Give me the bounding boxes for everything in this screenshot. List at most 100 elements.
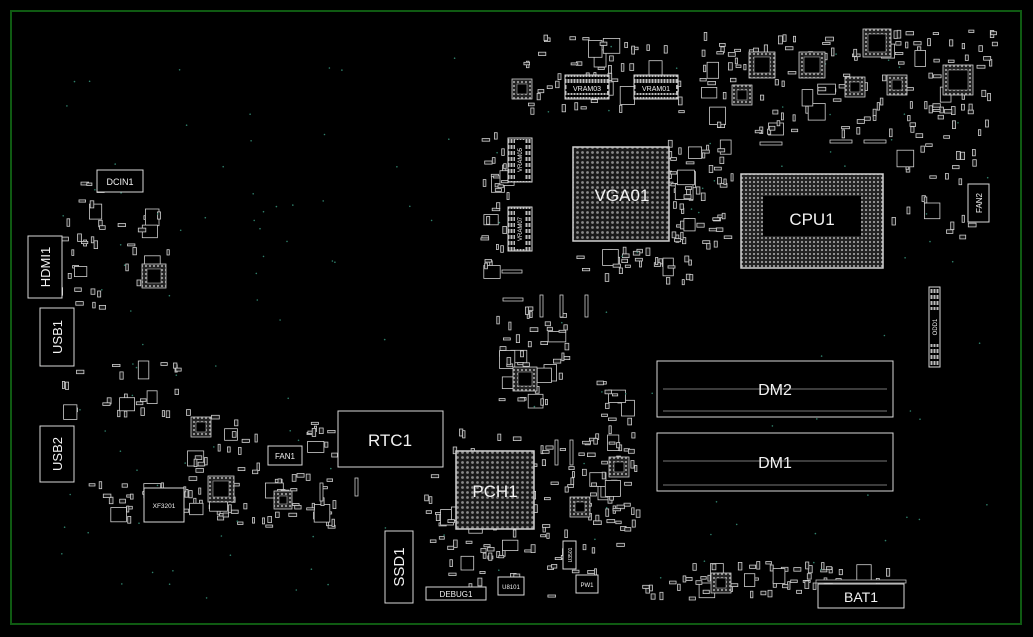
smd-component bbox=[198, 487, 202, 495]
via-dot bbox=[287, 397, 290, 400]
via-dot bbox=[605, 311, 608, 314]
smd-component bbox=[517, 397, 526, 402]
smd-component bbox=[540, 534, 547, 538]
smd-component bbox=[924, 202, 941, 220]
trace-component bbox=[829, 139, 853, 144]
smd-component bbox=[165, 410, 171, 418]
via-dot bbox=[813, 561, 815, 564]
smd-component bbox=[609, 55, 614, 62]
smd-component bbox=[564, 529, 568, 539]
via-dot bbox=[605, 506, 608, 509]
via-dot bbox=[829, 113, 831, 116]
smd-component bbox=[92, 301, 96, 309]
ic-chip-body bbox=[613, 461, 625, 473]
u3501-chip: U3501 bbox=[562, 540, 577, 570]
smd-component bbox=[117, 409, 121, 418]
smd-component bbox=[564, 342, 570, 351]
smd-component bbox=[677, 169, 695, 186]
usb2-connector: USB2 bbox=[39, 425, 75, 483]
smd-component bbox=[529, 311, 533, 318]
smd-component bbox=[785, 46, 794, 51]
smd-component bbox=[907, 115, 911, 122]
via-dot bbox=[168, 583, 171, 585]
smd-component bbox=[960, 151, 965, 160]
smd-component bbox=[602, 249, 619, 266]
smd-component bbox=[838, 569, 843, 576]
smd-component bbox=[608, 389, 626, 403]
smd-component bbox=[160, 362, 168, 366]
smd-component bbox=[856, 564, 872, 582]
debug1-header: DEBUG1 bbox=[425, 586, 487, 601]
via-dot bbox=[104, 430, 106, 432]
smd-component bbox=[601, 460, 608, 465]
smd-component bbox=[734, 48, 741, 52]
via-dot bbox=[884, 539, 887, 542]
smd-component bbox=[765, 561, 772, 565]
smd-component bbox=[943, 135, 951, 139]
smd-component bbox=[927, 38, 931, 47]
smd-component bbox=[717, 121, 722, 128]
smd-component bbox=[538, 51, 547, 56]
smd-component bbox=[605, 508, 610, 517]
smd-component bbox=[909, 101, 913, 109]
via-dot bbox=[275, 205, 278, 208]
smd-component bbox=[682, 575, 687, 583]
via-dot bbox=[312, 535, 315, 538]
smd-component bbox=[501, 180, 509, 184]
smd-component bbox=[597, 66, 605, 70]
smd-component bbox=[496, 202, 501, 209]
via-dot bbox=[151, 571, 154, 574]
smd-component bbox=[480, 237, 490, 241]
smd-component bbox=[649, 584, 653, 592]
smd-component bbox=[261, 517, 265, 525]
ic-chip-body bbox=[849, 81, 861, 93]
fan1-connector: FAN1 bbox=[267, 445, 303, 466]
fan1-label: FAN1 bbox=[275, 452, 296, 461]
smd-component bbox=[544, 497, 551, 501]
ic-chip-body bbox=[736, 89, 748, 101]
via-dot bbox=[675, 67, 678, 69]
via-dot bbox=[310, 568, 313, 570]
smd-component bbox=[905, 31, 914, 36]
via-dot bbox=[292, 204, 294, 206]
smd-component bbox=[102, 402, 111, 406]
smd-component bbox=[491, 207, 501, 212]
pch1-chip: PCH1 bbox=[455, 450, 535, 530]
smd-component bbox=[699, 78, 707, 82]
smd-component bbox=[856, 127, 861, 135]
smd-component bbox=[226, 446, 231, 453]
smd-component bbox=[670, 157, 677, 161]
via-dot bbox=[205, 597, 208, 599]
dcin1-label: DCIN1 bbox=[106, 177, 133, 187]
smd-component bbox=[822, 42, 831, 45]
via-dot bbox=[781, 106, 784, 108]
smd-component bbox=[448, 572, 457, 576]
smd-component bbox=[483, 544, 491, 548]
smd-component bbox=[959, 234, 967, 240]
smd-component bbox=[604, 389, 612, 395]
smd-component bbox=[688, 259, 692, 266]
via-dot bbox=[156, 213, 159, 215]
smd-component bbox=[256, 462, 260, 471]
smd-component bbox=[735, 64, 742, 68]
smd-component bbox=[125, 263, 129, 272]
smd-component bbox=[760, 94, 765, 101]
smd-component bbox=[754, 129, 763, 134]
via-dot bbox=[252, 193, 254, 195]
smd-component bbox=[952, 165, 960, 170]
smd-component bbox=[557, 73, 562, 80]
smd-component bbox=[667, 139, 673, 148]
smd-component bbox=[502, 337, 511, 341]
smd-component bbox=[605, 402, 610, 409]
via-dot bbox=[178, 69, 181, 71]
smd-component bbox=[772, 568, 786, 584]
via-dot bbox=[735, 523, 738, 526]
via-dot bbox=[703, 560, 706, 562]
via-dot bbox=[710, 533, 712, 536]
smd-component bbox=[540, 445, 544, 455]
smd-component bbox=[961, 214, 965, 223]
vram07-chip: VRAM07 bbox=[507, 206, 533, 252]
smd-component bbox=[582, 37, 590, 41]
smd-component bbox=[480, 548, 487, 553]
smd-component bbox=[983, 56, 992, 61]
